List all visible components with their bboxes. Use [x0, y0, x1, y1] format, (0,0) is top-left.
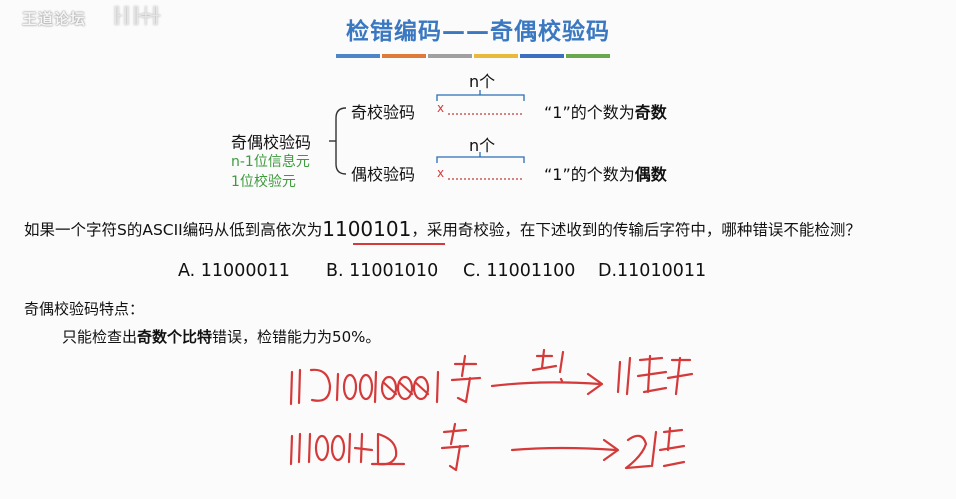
option-d: D.11010011 [598, 261, 707, 281]
features-line: 只能检查出奇数个比特错误，检错能力为50%。 [62, 326, 380, 347]
question-suffix: ，采用奇校验，在下述收到的传输后字符中，哪种错误不能检测？ [411, 221, 861, 239]
option-a: A. 11000011 [178, 261, 290, 281]
odd-rule-text: “1”的个数为 [544, 103, 635, 122]
features-line-emphasis: 奇数个比特 [137, 328, 213, 346]
features-heading: 奇偶校验码特点： [24, 300, 145, 318]
even-branch-label: 偶校验码 [351, 165, 416, 184]
odd-rule: “1”的个数为奇数 [544, 99, 667, 123]
title-color-bar-5 [520, 54, 564, 58]
even-rule: “1”的个数为偶数 [544, 161, 667, 185]
option-c: C. 11001100 [463, 261, 576, 281]
info-bits-label: n-1位信息元 [231, 154, 310, 170]
title-color-bar-6 [566, 54, 610, 58]
question-code: 1100101 [322, 217, 412, 241]
title-color-bar-4 [474, 54, 518, 58]
odd-branch-label: 奇校验码 [351, 103, 416, 122]
even-rule-text: “1”的个数为 [544, 165, 635, 184]
watermark-decoration-icon: ╟║╟╪╫ [112, 6, 161, 25]
features-line-suffix: 错误，检错能力为50%。 [212, 328, 381, 346]
title-color-bar-3 [428, 54, 472, 58]
odd-n-label: n个 [469, 72, 496, 91]
features-line-prefix: 只能检查出 [62, 328, 138, 346]
even-n-label: n个 [469, 136, 496, 155]
even-rule-emphasis: 偶数 [634, 165, 667, 184]
root-label: 奇偶校验码 [231, 133, 312, 152]
option-b: B. 11001010 [326, 261, 439, 281]
watermark: 王道论坛 [22, 10, 87, 28]
code-underline [353, 243, 445, 245]
question-prefix: 如果一个字符S的ASCII编码从低到高依次为 [24, 221, 323, 239]
check-bit-label: 1位校验元 [231, 174, 296, 190]
question-text: 如果一个字符S的ASCII编码从低到高依次为1100101，采用奇校验，在下述收… [24, 216, 861, 241]
title-color-bar-2 [382, 54, 426, 58]
even-x-mark: x [437, 166, 445, 180]
slide-title: 检错编码——奇偶校验码 [346, 19, 610, 45]
odd-rule-emphasis: 奇数 [634, 103, 667, 122]
odd-x-mark: x [437, 101, 445, 115]
title-color-bar-1 [336, 54, 380, 58]
